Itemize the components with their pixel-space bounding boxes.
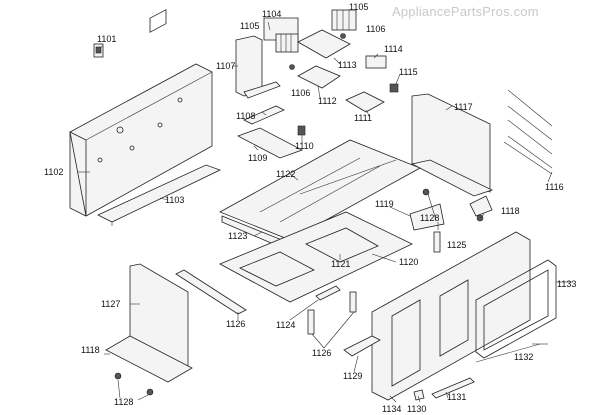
label-1127: 1127 <box>101 299 121 309</box>
part-1120-bottom-frame <box>219 211 413 303</box>
label-1117: 1117 <box>454 102 473 112</box>
label-1133: 1133 <box>557 279 577 289</box>
part-1113-shelf <box>297 29 351 59</box>
part-1126-bracket-b <box>307 309 315 335</box>
label-1126-bottom: 1126 <box>312 348 332 358</box>
label-1102: 1102 <box>44 167 64 177</box>
label-1103: 1103 <box>165 195 185 205</box>
part-1105-coil-left <box>275 33 299 53</box>
part-1109-bar <box>237 127 303 159</box>
part-1132-rod <box>475 343 541 363</box>
label-1104: 1104 <box>262 9 282 19</box>
part-1103-rail <box>97 164 222 226</box>
part-1129-bar <box>343 335 381 357</box>
label-1109: 1109 <box>248 153 268 163</box>
label-1106-top: 1106 <box>366 24 386 34</box>
label-1125: 1126 <box>226 319 246 329</box>
part-1130-strip <box>413 389 425 401</box>
label-1122: 1122 <box>276 169 296 179</box>
leader-lines <box>78 21 572 403</box>
part-1101-clip <box>93 43 104 58</box>
part-1133-handle-frame <box>475 259 557 359</box>
part-1128-foot-a <box>114 372 122 380</box>
part-1110-bracket <box>297 125 306 136</box>
part-1126-bracket-a <box>433 231 441 253</box>
label-1131: 1131 <box>447 392 467 402</box>
label-1130: 1130 <box>407 404 427 414</box>
label-1115: 1115 <box>399 67 418 77</box>
part-1124-bar <box>315 285 341 301</box>
label-1111: 1111 <box>354 113 373 123</box>
label-1132: 1132 <box>514 352 534 362</box>
part-1105-coil-right <box>331 9 357 31</box>
label-1116: 1116 <box>545 182 564 192</box>
label-1101: 1101 <box>97 34 117 44</box>
label-1128-left: 1128 <box>114 397 134 407</box>
label-1120: 1120 <box>399 257 419 267</box>
label-1105-right: 1105 <box>349 2 369 12</box>
label-1114: 1114 <box>384 44 403 54</box>
part-1102-back-panel <box>69 9 213 217</box>
label-1113: 1113 <box>338 60 357 70</box>
part-1116-rods <box>503 89 553 175</box>
part-1118-kickplate-left <box>105 335 193 383</box>
part-1112-tray <box>297 65 341 89</box>
part-1117-side-panel <box>410 93 494 197</box>
part-1128-foot-c <box>422 188 430 196</box>
part-1115-knob <box>389 83 399 93</box>
part-1106-screw-a <box>340 33 346 39</box>
label-1108: 1108 <box>236 111 256 121</box>
label-1105-left: 1105 <box>240 21 260 31</box>
label-1126-right: 1125 <box>447 240 467 250</box>
label-1110: 1110 <box>295 141 314 151</box>
part-1107-vertical-panel <box>235 35 281 99</box>
label-1124: 1124 <box>276 320 296 330</box>
part-1126-bracket-c <box>349 291 357 313</box>
part-1111-plate <box>345 91 385 113</box>
label-1128-right: 1128 <box>420 213 440 223</box>
label-1121: 1121 <box>331 259 351 269</box>
part-1125-bar <box>175 269 247 315</box>
part-1114-switch <box>365 55 387 69</box>
watermark: AppliancePartsPros.com <box>392 4 539 19</box>
label-1118-left: 1118 <box>81 345 100 355</box>
label-1123: 1123 <box>228 231 248 241</box>
part-1119-bracket <box>409 203 445 231</box>
label-1106-bottom: 1106 <box>291 88 311 98</box>
label-1119: 1119 <box>375 199 394 209</box>
label-1112: 1112 <box>318 96 337 106</box>
label-1134: 1134 <box>382 404 402 414</box>
part-1118-kickplate-right <box>469 195 493 217</box>
part-1106-screw-b <box>289 64 295 70</box>
part-1134-front-frame <box>371 231 531 401</box>
label-1129: 1129 <box>343 371 363 381</box>
part-1131-strip <box>431 377 475 399</box>
part-1108-bar <box>243 105 285 125</box>
label-1107: 1107 <box>216 61 236 71</box>
part-1128-foot-b <box>146 388 154 396</box>
label-1118-right: 1118 <box>501 206 520 216</box>
